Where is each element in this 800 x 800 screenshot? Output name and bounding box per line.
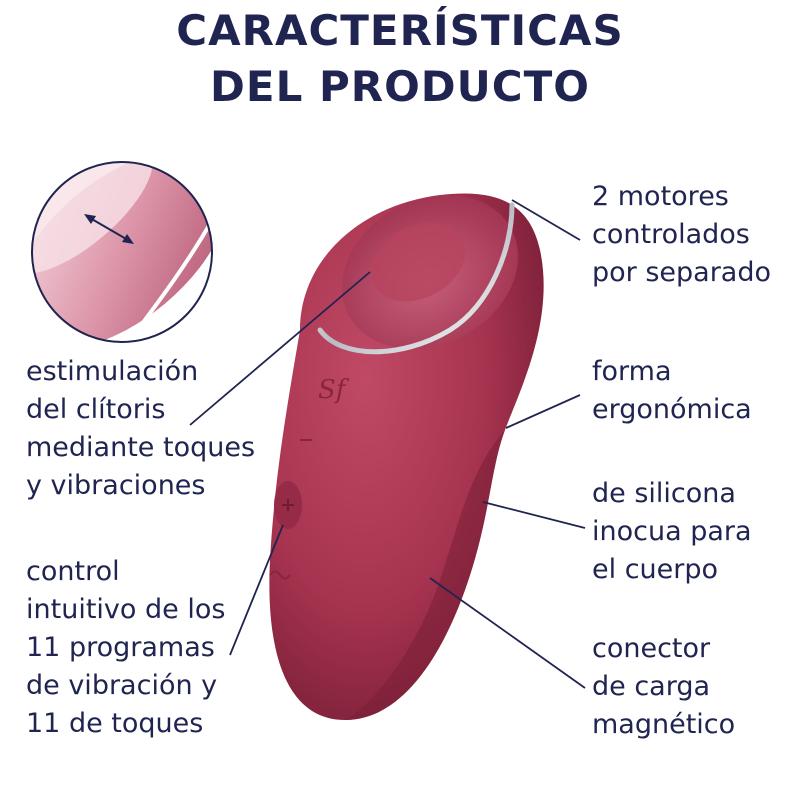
feature-body-safe-silicone: de silicona inocua para el cuerpo [592, 475, 752, 589]
double-arrow-icon [84, 214, 134, 244]
wave-icon[interactable] [269, 570, 291, 580]
feature-line: mediante toques [26, 432, 256, 463]
feature-line: conector [592, 633, 711, 664]
feature-magnetic-charger: conector de carga magnético [592, 630, 735, 744]
page-title-line-2: DEL PRODUCTO [210, 62, 590, 111]
svg-text:Sf: Sf [318, 375, 350, 405]
feature-line: de carga [592, 671, 711, 702]
feature-line: intuitivo de los [26, 594, 226, 625]
feature-line: de silicona [592, 478, 736, 509]
zoom-inset [31, 161, 213, 343]
device-body [269, 193, 544, 720]
feature-line: del clítoris [26, 394, 166, 425]
feature-line: y vibraciones [26, 470, 206, 501]
feature-line: ergonómica [592, 394, 752, 425]
feature-intuitive-control: control intuitivo de los 11 programas de… [26, 553, 225, 743]
page-title-line-1: CARACTERÍSTICAS [176, 6, 624, 55]
feature-ergonomic-shape: forma ergonómica [592, 353, 752, 429]
feature-clitoral-stimulation: estimulación del clítoris mediante toque… [26, 353, 255, 505]
feature-line: inocua para [592, 516, 752, 547]
brand-logo-icon: Sf [318, 375, 350, 405]
feature-line: estimulación [26, 356, 199, 387]
feature-line: el cuerpo [592, 554, 719, 585]
feature-line: de vibración y [26, 670, 218, 701]
plus-icon[interactable] [274, 481, 302, 529]
feature-line: 11 programas [26, 632, 215, 663]
feature-line: control [26, 556, 120, 587]
feature-line: 11 de toques [26, 708, 204, 739]
leader-lines [189, 199, 586, 689]
feature-two-motors: 2 motores controlados por separado [592, 178, 771, 292]
feature-line: forma [592, 356, 672, 387]
feature-line: magnético [592, 709, 736, 740]
feature-line: por separado [592, 257, 772, 288]
feature-line: controlados [592, 219, 750, 250]
feature-line: 2 motores [592, 181, 729, 212]
